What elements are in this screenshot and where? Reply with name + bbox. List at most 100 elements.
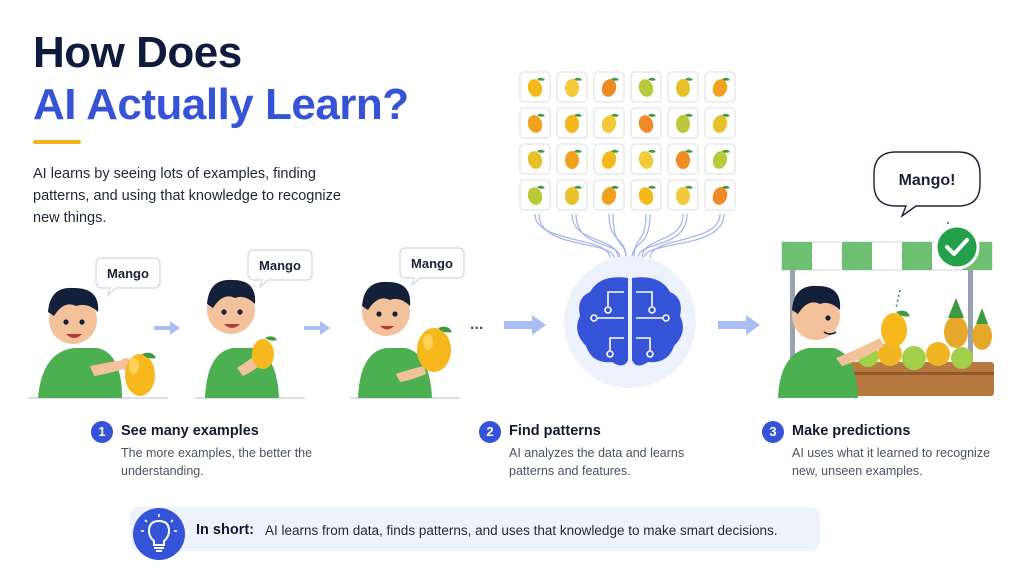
mango-icon [638, 187, 654, 205]
mango-icon [565, 79, 579, 97]
arrow-right-icon [154, 321, 180, 335]
kid-illustration [195, 279, 305, 399]
connector-line [641, 213, 684, 259]
mango-icon [527, 151, 543, 169]
connector-line [575, 213, 621, 259]
step-title: Find patterns [509, 423, 601, 439]
page-title-line-2: AI Actually Learn? [33, 80, 409, 129]
mango-tile [630, 107, 662, 139]
step-title: See many examples [121, 423, 259, 439]
mango-tile [556, 71, 588, 103]
mango-tile [630, 143, 662, 175]
connector-line [538, 213, 615, 259]
speech-text: Mango [411, 256, 453, 271]
speech-text: Mango [107, 266, 149, 281]
summary-text: AI learns from data, finds patterns, and… [265, 523, 778, 538]
mango-icon [527, 79, 543, 97]
mango-icon [601, 151, 617, 169]
mango-icon [638, 79, 654, 97]
mango-tile [519, 71, 551, 103]
mango-icon [638, 151, 654, 169]
fruit-crate [846, 298, 994, 396]
connector-line [633, 213, 647, 259]
mango-icon [676, 151, 690, 169]
kid-illustration [350, 281, 460, 399]
mango-icon [565, 151, 579, 169]
step-number: 1 [91, 421, 113, 443]
page-title-line-1: How Does [33, 28, 242, 77]
speech-bubble-2: Mango [246, 248, 314, 293]
kid-scene-2 [195, 250, 305, 402]
mango-tile [556, 107, 588, 139]
check-icon [934, 224, 980, 270]
mango-tile [519, 143, 551, 175]
arrow-right-icon [504, 315, 546, 335]
mango-icon [676, 79, 690, 97]
mango-tile [556, 179, 588, 211]
ellipsis: ... [470, 316, 484, 333]
mango-icon [712, 79, 728, 97]
connector-line [612, 213, 627, 259]
step-make-predictions: 3 Make predictions AI uses what it learn… [762, 421, 1002, 481]
step-description: AI uses what it learned to recognize new… [792, 446, 991, 478]
mango-icon [601, 79, 617, 97]
arrow-right-icon [718, 315, 760, 335]
connector-line [631, 213, 651, 259]
mango-tile [704, 179, 736, 211]
mango-tile [704, 71, 736, 103]
mango-tile [704, 107, 736, 139]
mango-icon [565, 187, 579, 205]
prediction-text: Mango! [899, 172, 956, 189]
step-title: Make predictions [792, 423, 911, 439]
mango-tile [519, 179, 551, 211]
step-description: The more examples, the better the unders… [121, 446, 313, 478]
mango-icon [712, 115, 728, 133]
mango-icon [712, 187, 728, 205]
mango-icon [638, 115, 654, 133]
connector-line [643, 213, 725, 259]
mango-icon [712, 151, 728, 169]
arrow-right-icon [304, 321, 330, 335]
mango-icon [676, 187, 690, 205]
summary-icon-badge [133, 508, 185, 560]
mango-tile [667, 179, 699, 211]
connector-line [649, 213, 721, 259]
kid-scene-3 [350, 250, 460, 402]
mango-tile [519, 107, 551, 139]
mango-icon [601, 187, 617, 205]
circuit-brain-icon [577, 277, 683, 366]
mango-tile [704, 143, 736, 175]
mango-dataset-grid [519, 71, 736, 388]
speech-bubble-1: Mango [94, 256, 162, 301]
lightbulb-icon [141, 514, 177, 552]
mango-tile [556, 143, 588, 175]
summary-label: In short: [196, 522, 254, 538]
kid-illustration [28, 287, 168, 399]
step-number: 3 [762, 421, 784, 443]
mango-tile [593, 71, 625, 103]
mango-tile [593, 143, 625, 175]
speech-text: Mango [259, 258, 301, 273]
mango-icon [527, 187, 543, 205]
step-find-patterns: 2 Find patterns AI analyzes the data and… [479, 421, 719, 481]
mango-icon [676, 115, 690, 133]
step-number: 2 [479, 421, 501, 443]
step-see-examples: 1 See many examples The more examples, t… [91, 421, 331, 481]
mango-tile [667, 107, 699, 139]
connector-line [534, 213, 611, 259]
mango-tile [630, 179, 662, 211]
mango-icon [527, 115, 543, 133]
mango-tile [667, 71, 699, 103]
speech-bubble-3: Mango [398, 246, 466, 291]
connector-line [637, 213, 688, 259]
connector-line [571, 213, 619, 259]
mango-tile [593, 179, 625, 211]
mango-icon [565, 115, 579, 133]
mango-tile [667, 143, 699, 175]
prediction-bubble: Mango! [872, 150, 982, 223]
mango-icon [601, 115, 617, 133]
mango-tile [630, 71, 662, 103]
mango-tile [593, 107, 625, 139]
intro-text: AI learns by seeing lots of examples, fi… [33, 166, 341, 226]
market-stall-scene [778, 222, 994, 398]
